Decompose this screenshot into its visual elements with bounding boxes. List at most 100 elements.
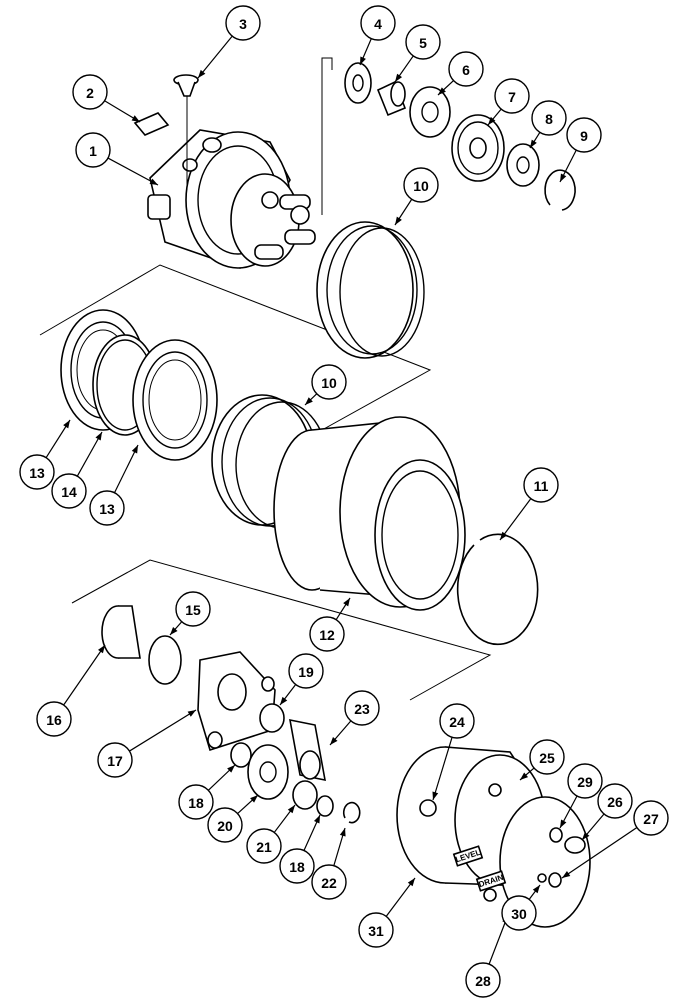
callout-circle-c24 (439, 703, 475, 739)
leader-arrowhead-c6 (438, 87, 446, 95)
small-gear-21 (292, 780, 318, 810)
callout-number-c4: 4 (374, 16, 382, 32)
callout-number-c18a: 18 (188, 795, 204, 811)
callout-circle-c20 (207, 807, 243, 843)
callout-circle-c10b (311, 364, 347, 400)
callout-circle-c18a (178, 784, 214, 820)
callout-number-c20: 20 (217, 818, 233, 834)
callout-circle-c26 (597, 783, 633, 819)
leader-arrowhead-c10a (395, 216, 402, 225)
callout-balloon-c3: 3 (225, 5, 261, 41)
leader-arrowhead-c31 (407, 878, 415, 887)
callout-number-c13a: 13 (29, 465, 45, 481)
thrust-washer-18a (230, 742, 252, 768)
callout-number-c13b: 13 (99, 501, 115, 517)
callout-balloon-c23: 23 (344, 690, 380, 726)
leader-arrowhead-c11 (500, 531, 508, 540)
callout-balloon-c7: 7 (494, 78, 530, 114)
leader-arrowhead-c16 (97, 645, 105, 654)
leader-arrowhead-c23 (330, 736, 338, 745)
leader-line-c17 (129, 709, 197, 752)
drain-plug-27 (548, 872, 562, 888)
callout-number-c7: 7 (508, 89, 516, 105)
callout-balloon-c13b: 13 (89, 490, 125, 526)
leader-arrowhead-c17 (187, 710, 196, 717)
callout-circle-c31 (358, 912, 394, 948)
callout-balloon-c10a: 10 (403, 167, 439, 203)
planet-carrier (197, 651, 276, 752)
callout-circle-c2 (72, 74, 108, 110)
callout-number-c26: 26 (607, 794, 623, 810)
fill-plug-29 (549, 827, 563, 843)
leader-arrowhead-c9 (560, 173, 567, 182)
sun-gear-shaft (289, 718, 326, 782)
callout-number-c24: 24 (449, 714, 465, 730)
thrust-washer-19 (259, 703, 285, 733)
callout-circle-c30 (501, 895, 537, 931)
callout-circle-c8 (531, 100, 567, 136)
callout-balloon-c6: 6 (448, 51, 484, 87)
callout-balloon-c30: 30 (501, 895, 537, 931)
callout-circle-c29 (567, 763, 603, 799)
callout-balloon-c31: 31 (358, 912, 394, 948)
leader-arrowhead-c8 (530, 139, 537, 148)
callout-circle-c28 (465, 962, 501, 998)
o-ring-30 (537, 873, 547, 883)
callout-balloon-c20: 20 (207, 807, 243, 843)
callout-balloon-c1: 1 (75, 132, 111, 168)
leader-arrowhead-c12 (343, 598, 350, 607)
magnetic-plug-26 (564, 836, 586, 854)
callout-balloon-c14: 14 (51, 473, 87, 509)
callout-number-c8: 8 (545, 111, 553, 127)
callout-number-c22: 22 (321, 875, 337, 891)
retaining-ring-large (456, 533, 539, 646)
leader-arrowhead-c26 (582, 831, 590, 840)
callout-circle-c23 (344, 690, 380, 726)
pinion-gear (101, 605, 141, 659)
decal-plate (133, 112, 170, 136)
callout-circle-c5 (405, 24, 441, 60)
callout-circle-c4 (360, 5, 396, 41)
callout-number-c5: 5 (419, 35, 427, 51)
leader-line-c13b (113, 444, 139, 494)
callout-balloon-c8: 8 (531, 100, 567, 136)
o-ring-pair-upper (316, 221, 425, 359)
callout-circle-c17 (97, 742, 133, 778)
callout-number-c18b: 18 (289, 859, 305, 875)
callout-circle-c7 (494, 78, 530, 114)
callout-balloon-c22: 22 (311, 864, 347, 900)
lower-mounting-plane (71, 559, 492, 701)
callout-number-c25: 25 (539, 750, 555, 766)
leader-arrowhead-c20 (250, 795, 258, 803)
ball-bearing-inner (132, 339, 218, 461)
leader-arrowhead-c18a (227, 765, 235, 773)
leader-lines (45, 35, 638, 965)
callout-circle-c3 (225, 5, 261, 41)
callout-number-c27: 27 (643, 811, 659, 827)
callout-number-c3: 3 (239, 16, 247, 32)
callout-balloon-c16: 16 (36, 701, 72, 737)
callout-number-c31: 31 (368, 923, 384, 939)
leader-arrowhead-c3 (198, 69, 206, 78)
callout-circle-c13a (19, 454, 55, 490)
callout-balloon-c27: 27 (633, 800, 669, 836)
leader-line-c1 (107, 157, 159, 186)
callout-balloon-c28: 28 (465, 962, 501, 998)
leader-line-c31 (385, 877, 416, 917)
leader-arrowhead-c13a (63, 420, 70, 429)
callout-circle-c13b (89, 490, 125, 526)
callout-circle-c21 (246, 828, 282, 864)
level-plate: LEVEL (452, 845, 484, 867)
snap-ring-22 (342, 801, 361, 824)
leader-arrowhead-c14 (95, 432, 102, 441)
callout-number-c10b: 10 (321, 375, 337, 391)
callout-circle-c16 (36, 701, 72, 737)
callout-balloon-c4: 4 (360, 5, 396, 41)
callout-number-c15: 15 (185, 602, 201, 618)
top-bracket-line (321, 57, 333, 215)
callout-circle-c12 (309, 616, 345, 652)
small-spur-gear (409, 86, 451, 138)
callout-number-c28: 28 (475, 973, 491, 989)
callout-balloon-c10b: 10 (311, 364, 347, 400)
breather-plug (173, 74, 199, 190)
